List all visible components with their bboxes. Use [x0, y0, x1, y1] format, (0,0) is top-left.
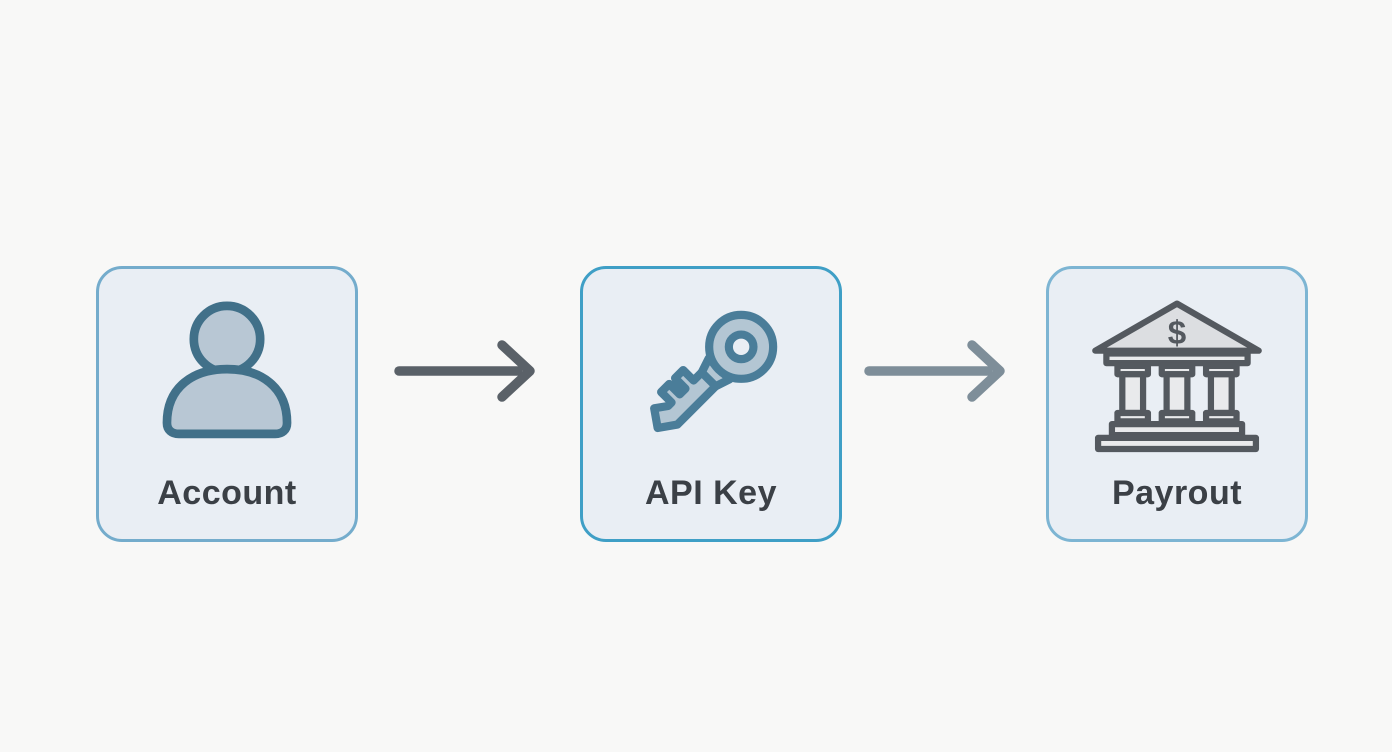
node-api-key-icon-area [583, 287, 839, 467]
bank-column-base [1202, 409, 1240, 425]
key-hole [724, 330, 758, 364]
node-account-icon-area [99, 287, 355, 467]
node-payout: $ Payrout [1046, 266, 1308, 542]
bank-step-lower [1094, 434, 1260, 453]
bank-column-shaft [1207, 371, 1235, 417]
user-shoulders [162, 364, 292, 439]
key-shaft [650, 365, 723, 433]
node-payout-icon-area: $ [1049, 287, 1305, 467]
bank-column-shaft [1163, 371, 1191, 417]
node-label: Payrout [1111, 474, 1243, 512]
bank-beam [1103, 350, 1251, 367]
bank-icon: $ [1092, 300, 1262, 453]
node-label: Account [157, 474, 297, 512]
bank-column-base [1158, 409, 1196, 425]
bank-column-base [1114, 409, 1152, 425]
user-icon [162, 301, 292, 439]
node-account: Account [96, 266, 358, 542]
arrow-head [967, 340, 1005, 402]
node-label: API Key [645, 474, 777, 512]
bank-step-upper [1108, 420, 1246, 439]
key-icon [650, 310, 778, 433]
dollar-sign: $ [1168, 315, 1186, 352]
bank-column-shaft [1119, 371, 1147, 417]
node-api-key: API Key [580, 266, 842, 542]
arrow-head [497, 340, 535, 402]
flow-arrow-1 [394, 340, 535, 402]
user-head [189, 301, 265, 377]
flow-arrow-2 [864, 340, 1005, 402]
